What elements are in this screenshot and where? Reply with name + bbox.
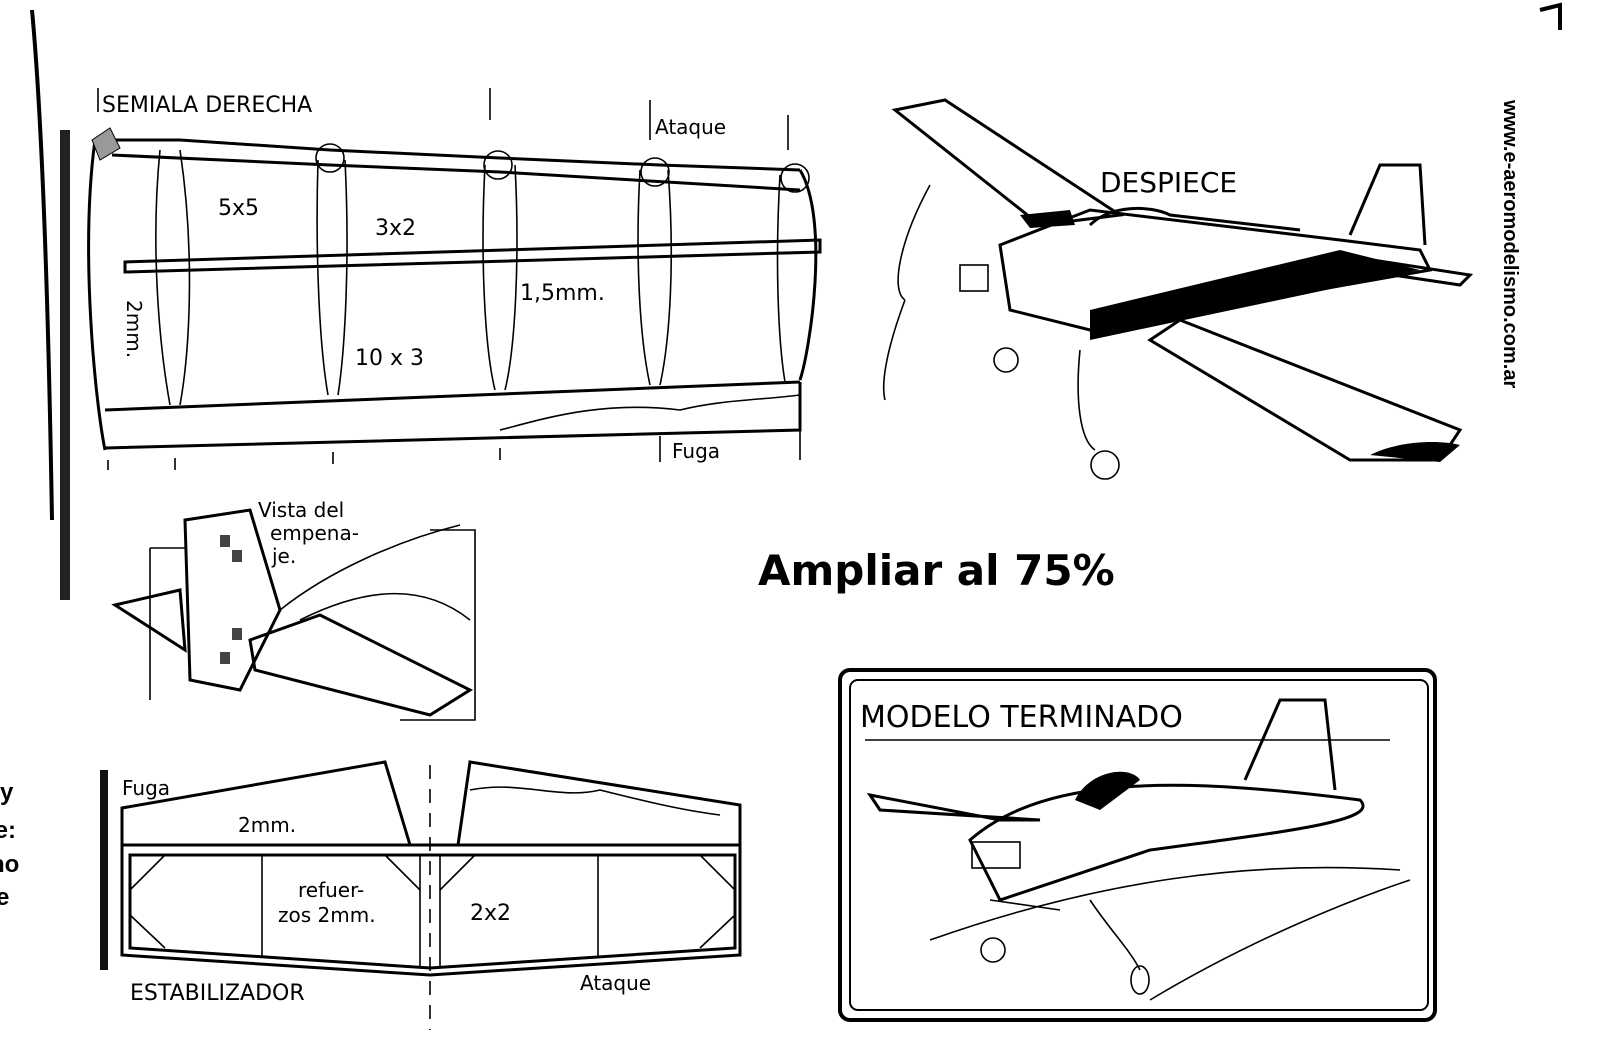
left-fragment-2: le: xyxy=(0,817,16,844)
stabilizer-trailing-edge-label: Fuga xyxy=(122,776,170,800)
wing-drawing xyxy=(87,88,822,470)
tail-view-drawing xyxy=(111,508,476,721)
stabilizer-strip-label: 2x2 xyxy=(470,901,511,926)
finished-title: MODELO TERMINADO xyxy=(860,700,1183,735)
left-fragment-1: y xyxy=(0,779,14,806)
corner-mark xyxy=(1539,2,1562,30)
wing-spar-top-label: 5x5 xyxy=(218,196,259,221)
wing-trailing-edge-label: Fuga xyxy=(672,439,720,463)
wing-tip-thickness-label: 2mm. xyxy=(122,300,146,358)
binding-edge xyxy=(30,9,54,521)
scan-shadow-lower xyxy=(100,770,108,970)
wing-title: SEMIALA DERECHA xyxy=(102,93,312,118)
stabilizer-drawing xyxy=(120,760,742,1030)
left-fragment-3: no xyxy=(0,851,19,878)
stabilizer-leading-edge-label: Ataque xyxy=(580,971,651,995)
tail-view-line2: empena- xyxy=(270,521,359,545)
stabilizer-title: ESTABILIZADOR xyxy=(130,981,305,1006)
tail-view-line1: Vista del xyxy=(258,498,344,522)
scale-note: Ampliar al 75% xyxy=(758,546,1115,595)
tail-view-line3: je. xyxy=(271,544,296,568)
stabilizer-thickness-label: 2mm. xyxy=(238,813,296,837)
wing-ribs xyxy=(155,149,786,406)
left-fragment-4: e xyxy=(0,884,9,911)
exploded-title: DESPIECE xyxy=(1100,166,1237,199)
stabilizer-gussets-line2: zos 2mm. xyxy=(278,903,376,927)
website-url: www.e-aeromodelismo.com.ar xyxy=(1499,99,1521,388)
scan-shadow xyxy=(60,130,70,600)
wing-trailing-strip-label: 10 x 3 xyxy=(355,346,424,371)
wing-spar-mid-label: 3x2 xyxy=(375,216,416,241)
wing-rib-thickness-label: 1,5mm. xyxy=(520,281,605,306)
wing-leading-edge-label: Ataque xyxy=(655,115,726,139)
stabilizer-gussets-line1: refuer- xyxy=(298,878,364,902)
exploded-plane-drawing xyxy=(882,98,1474,480)
finished-model-frame xyxy=(838,668,1437,1022)
